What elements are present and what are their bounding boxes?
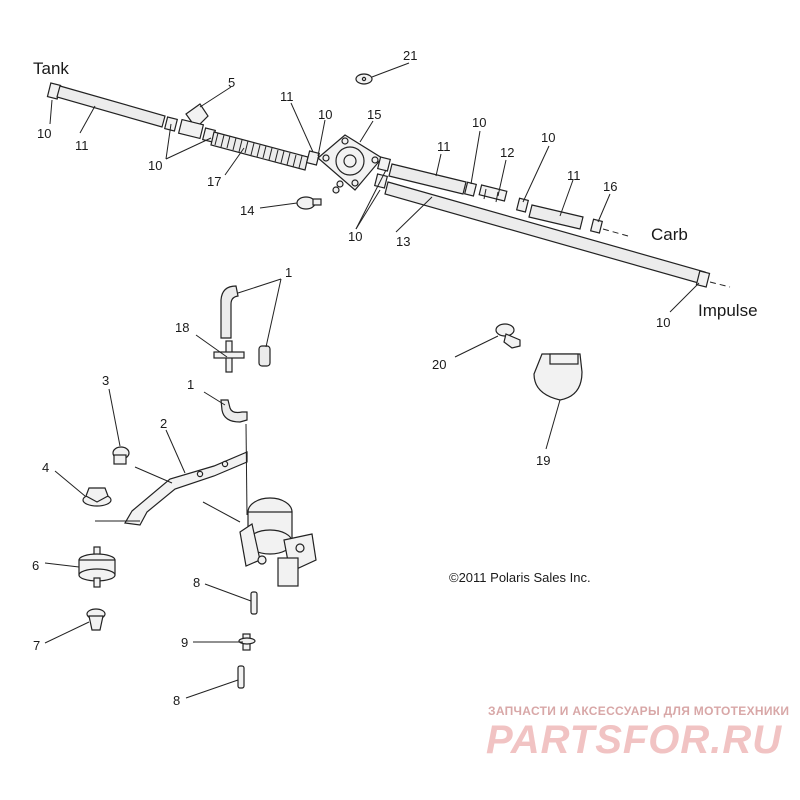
callout-16: 16	[603, 179, 617, 194]
hose-clamp	[533, 353, 583, 401]
callout-7: 7	[33, 638, 40, 653]
callout-6: 6	[32, 558, 39, 573]
carb-hose-segment-1	[388, 163, 467, 195]
callout-19: 19	[536, 453, 550, 468]
fuel-filter	[478, 184, 508, 203]
callout-8-lower: 8	[173, 693, 180, 708]
copyright-notice: ©2011 Polaris Sales Inc.	[449, 570, 591, 585]
watermark-logo: PARTSFOR.RU	[486, 718, 783, 762]
vent-hose-short	[258, 345, 271, 367]
callout-4: 4	[42, 460, 49, 475]
callout-20: 20	[432, 357, 446, 372]
washer-hole	[361, 76, 367, 82]
callout-17: 17	[207, 174, 221, 189]
valve-body	[177, 118, 205, 140]
carb-dash	[602, 228, 629, 237]
callout-10-pump-outlet: 10	[348, 229, 362, 244]
impulse-label: Impulse	[698, 301, 758, 320]
rubber-mount	[78, 546, 116, 588]
carb-hose-segment-2	[528, 204, 584, 230]
carb-line-fitting-1	[463, 181, 478, 197]
carburetor	[239, 497, 317, 587]
pin-upper	[250, 591, 258, 615]
vent-hose-lower	[220, 399, 248, 423]
mount-bracket	[124, 451, 248, 526]
pump-inlet-fitting	[305, 150, 321, 166]
vent-hose-bent	[220, 285, 239, 339]
pump-outlet-lower-fitting	[373, 173, 389, 189]
callout-10-impulse: 10	[656, 315, 670, 330]
tank-label: Tank	[33, 59, 69, 78]
callout-3: 3	[102, 373, 109, 388]
leader-lines	[44, 62, 700, 699]
callout-11-carb-1: 11	[437, 139, 451, 154]
callout-13: 13	[396, 234, 410, 249]
callout-10-tank: 10	[37, 126, 51, 141]
callout-1-lower: 1	[187, 377, 194, 392]
callout-11-carb-2: 11	[567, 168, 581, 183]
callout-10-pump-inlet: 10	[318, 107, 332, 122]
callout-11-pump: 11	[280, 89, 294, 104]
callout-10-valve: 10	[148, 158, 162, 173]
callout-18: 18	[175, 320, 189, 335]
callout-9: 9	[181, 635, 188, 650]
callout-2: 2	[160, 416, 167, 431]
fuel-pump	[317, 134, 383, 194]
grommet	[86, 608, 106, 631]
watermark-tagline: ЗАПЧАСТИ И АКСЕССУАРЫ ДЛЯ МОТОТЕХНИКИ	[488, 704, 790, 718]
spring-hose	[210, 131, 309, 171]
callout-12: 12	[500, 145, 514, 160]
mount-bolt	[112, 446, 130, 465]
callout-10-carb-2: 10	[541, 130, 555, 145]
carb-label: Carb	[651, 225, 688, 244]
clip-screw	[495, 323, 521, 349]
callout-21: 21	[403, 48, 417, 63]
impulse-end-fitting	[695, 270, 711, 288]
callout-8-upper: 8	[193, 575, 200, 590]
pin-lower	[237, 665, 245, 689]
carb-line-fitting-2	[515, 197, 530, 213]
callout-1-upper: 1	[285, 265, 292, 280]
callout-15: 15	[367, 107, 381, 122]
carb-end-fitting	[589, 218, 604, 234]
callout-14: 14	[240, 203, 254, 218]
callout-10-carb-1: 10	[472, 115, 486, 130]
tank-hose	[56, 85, 166, 128]
callout-11-tank-hose: 11	[75, 138, 89, 153]
pump-screw	[296, 196, 322, 210]
callout-5: 5	[228, 75, 235, 90]
flange-nut	[82, 487, 112, 507]
tee-fitting	[213, 340, 245, 373]
pump-outlet-upper-fitting	[376, 156, 392, 172]
impulse-dash	[709, 281, 731, 288]
